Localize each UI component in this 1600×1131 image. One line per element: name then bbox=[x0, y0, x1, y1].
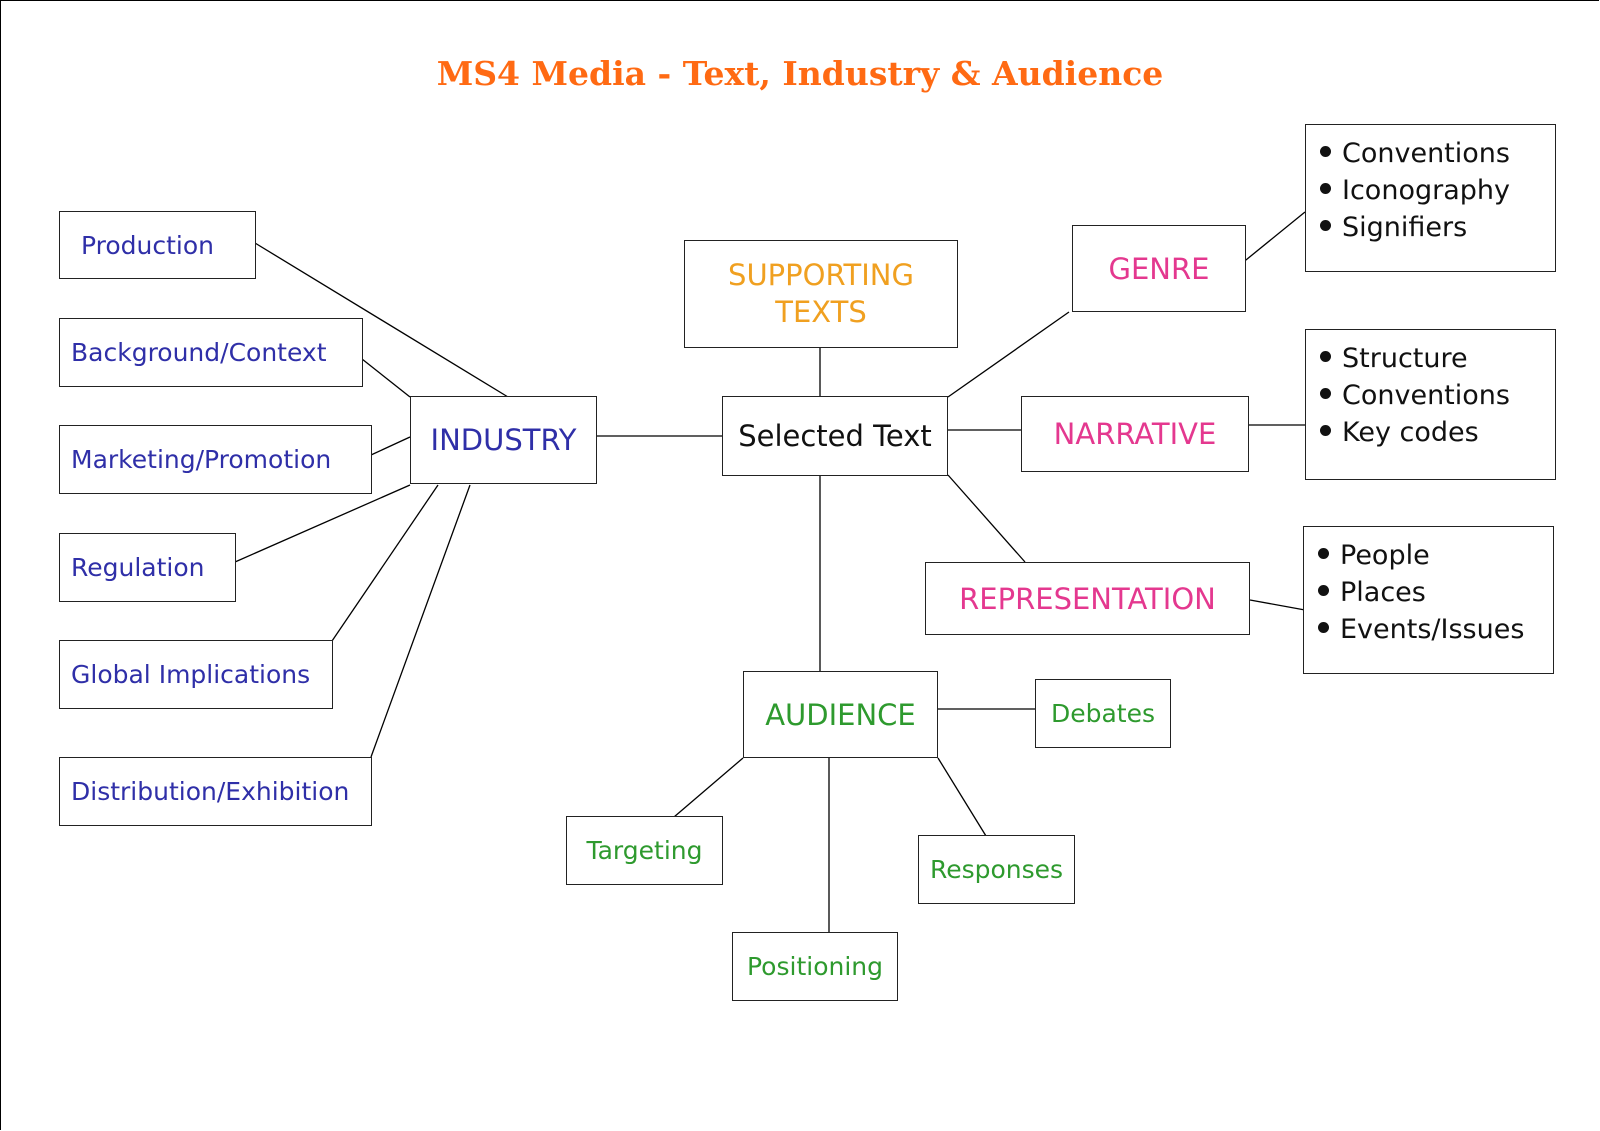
narrative-point: Structure bbox=[1320, 340, 1555, 377]
central-node: Selected Text bbox=[722, 396, 948, 476]
representation-label: REPRESENTATION bbox=[959, 581, 1216, 616]
connector-audience-responses bbox=[937, 757, 987, 837]
industry-item-production: Production bbox=[59, 211, 256, 279]
industry-item-label: Global Implications bbox=[71, 660, 311, 689]
industry-item-marketing-promotion: Marketing/Promotion bbox=[59, 425, 372, 494]
audience-label: AUDIENCE bbox=[765, 697, 916, 732]
industry-item-label: Background/Context bbox=[71, 338, 327, 367]
genre-point: Iconography bbox=[1320, 172, 1555, 209]
connector-genre-list bbox=[1240, 211, 1306, 265]
connector-audience-targeting bbox=[673, 757, 744, 818]
supporting-texts-node: SUPPORTING TEXTS bbox=[684, 240, 958, 348]
narrative-point-label: Key codes bbox=[1342, 417, 1479, 448]
connector-central-representation bbox=[947, 474, 1026, 563]
connector-distribution bbox=[370, 484, 471, 758]
industry-item-global-implications: Global Implications bbox=[59, 640, 333, 709]
industry-item-label: Distribution/Exhibition bbox=[71, 777, 350, 806]
industry-item-background-context: Background/Context bbox=[59, 318, 363, 387]
connector-marketing bbox=[370, 436, 411, 456]
connector-regulation bbox=[234, 484, 411, 563]
genre-node: GENRE bbox=[1072, 225, 1246, 312]
representation-point-label: People bbox=[1340, 540, 1430, 571]
bullet-icon bbox=[1320, 425, 1331, 436]
bullet-icon bbox=[1320, 183, 1331, 194]
genre-label: GENRE bbox=[1108, 251, 1210, 286]
genre-point: Conventions bbox=[1320, 135, 1555, 172]
industry-label: INDUSTRY bbox=[430, 423, 577, 457]
bullet-icon bbox=[1320, 220, 1331, 231]
connector-background bbox=[361, 358, 411, 398]
industry-item-label: Production bbox=[81, 230, 215, 260]
audience-item-debates: Debates bbox=[1035, 679, 1171, 748]
representation-point-label: Places bbox=[1340, 577, 1426, 608]
bullet-icon bbox=[1320, 146, 1331, 157]
representation-point: Events/Issues bbox=[1318, 611, 1553, 648]
genre-point: Signifiers bbox=[1320, 209, 1555, 246]
representation-point-label: Events/Issues bbox=[1340, 614, 1525, 645]
industry-item-regulation: Regulation bbox=[59, 533, 236, 602]
connector-production bbox=[254, 242, 509, 398]
representation-node: REPRESENTATION bbox=[925, 562, 1250, 635]
narrative-point-label: Conventions bbox=[1342, 380, 1510, 411]
connector-representation-list bbox=[1249, 599, 1306, 611]
central-label: Selected Text bbox=[738, 419, 932, 453]
narrative-points: Structure Conventions Key codes bbox=[1305, 329, 1556, 480]
genre-point-label: Signifiers bbox=[1342, 212, 1468, 243]
supporting-texts-line1: SUPPORTING bbox=[728, 258, 914, 292]
diagram-title: MS4 Media - Text, Industry & Audience bbox=[436, 54, 1164, 93]
audience-item-label: Positioning bbox=[747, 952, 883, 981]
representation-points: People Places Events/Issues bbox=[1303, 526, 1554, 674]
connector-central-genre bbox=[947, 311, 1070, 398]
audience-node: AUDIENCE bbox=[743, 671, 938, 758]
bullet-icon bbox=[1318, 548, 1329, 559]
bullet-icon bbox=[1318, 585, 1329, 596]
genre-point-label: Conventions bbox=[1342, 138, 1510, 169]
audience-item-label: Debates bbox=[1050, 699, 1156, 728]
supporting-texts-line2: TEXTS bbox=[775, 295, 867, 329]
audience-item-label: Targeting bbox=[586, 836, 703, 865]
audience-item-targeting: Targeting bbox=[566, 816, 723, 885]
connector-global bbox=[331, 484, 439, 642]
bullet-icon bbox=[1320, 388, 1331, 399]
bullet-icon bbox=[1320, 351, 1331, 362]
narrative-point-label: Structure bbox=[1342, 343, 1468, 374]
audience-item-responses: Responses bbox=[918, 835, 1075, 904]
representation-point: People bbox=[1318, 537, 1553, 574]
genre-points: Conventions Iconography Signifiers bbox=[1305, 124, 1556, 272]
industry-node: INDUSTRY bbox=[410, 396, 597, 484]
genre-point-label: Iconography bbox=[1342, 175, 1510, 206]
industry-item-label: Regulation bbox=[71, 553, 205, 582]
narrative-point: Conventions bbox=[1320, 377, 1555, 414]
industry-item-label: Marketing/Promotion bbox=[71, 445, 332, 474]
narrative-node: NARRATIVE bbox=[1021, 396, 1249, 472]
bullet-icon bbox=[1318, 622, 1329, 633]
industry-item-distribution-exhibition: Distribution/Exhibition bbox=[59, 757, 372, 826]
audience-item-positioning: Positioning bbox=[732, 932, 898, 1001]
audience-item-label: Responses bbox=[929, 855, 1064, 884]
narrative-label: NARRATIVE bbox=[1053, 417, 1217, 451]
narrative-point: Key codes bbox=[1320, 414, 1555, 451]
representation-point: Places bbox=[1318, 574, 1553, 611]
